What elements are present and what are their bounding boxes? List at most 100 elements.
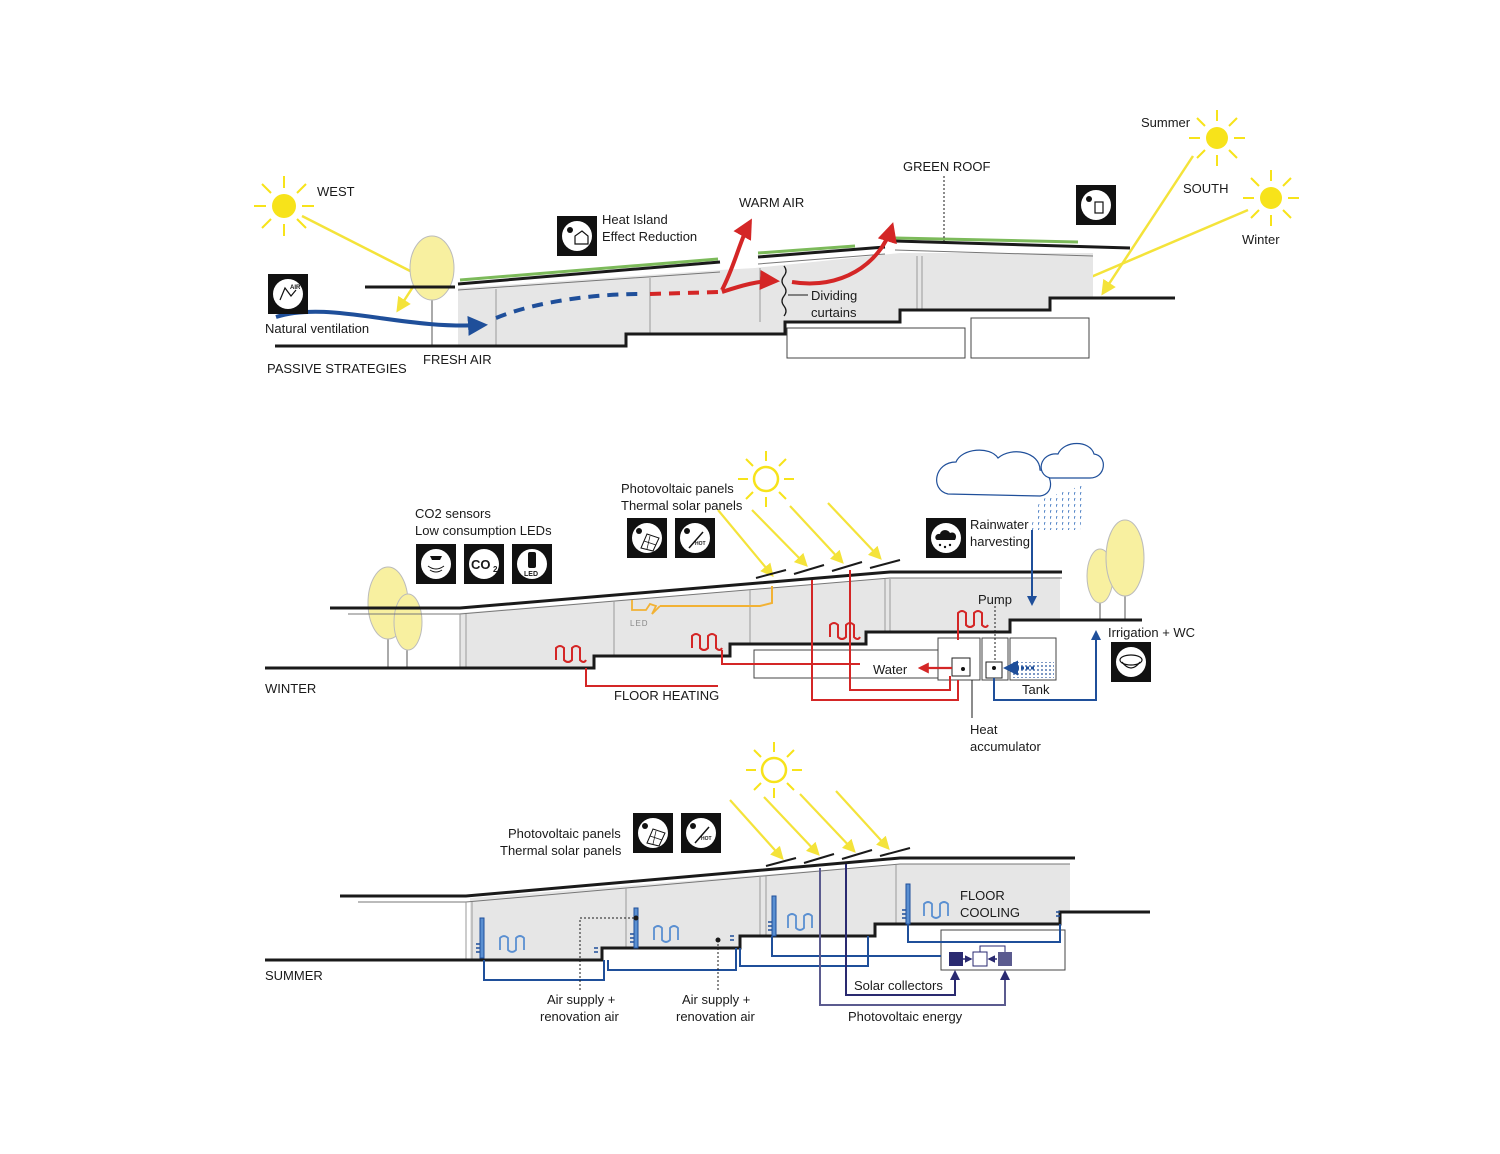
label-green-roof: GREEN ROOF: [903, 159, 990, 174]
section-label-passive: PASSIVE STRATEGIES: [267, 361, 407, 376]
label-air-supply-1b: renovation air: [540, 1009, 619, 1024]
label-tank: Tank: [1022, 682, 1050, 697]
ground-winter: [265, 618, 1142, 670]
label-winter-sun: Winter: [1242, 232, 1280, 247]
west-ray: [301, 214, 421, 278]
label-fresh-air: FRESH AIR: [423, 352, 492, 367]
label-south: SOUTH: [1183, 181, 1229, 196]
label-co2-2: Low consumption LEDs: [415, 523, 552, 538]
air-leader-1: [579, 917, 636, 990]
svg-text:2: 2: [493, 565, 498, 574]
sun-rays-summer: [729, 790, 890, 860]
label-heat-island-1: Heat Island: [602, 212, 668, 227]
air-units: [476, 883, 1060, 959]
tree-west: [409, 235, 455, 345]
label-west: WEST: [317, 184, 355, 199]
heating-coils: [555, 610, 989, 663]
building-fill-winter: [460, 577, 1060, 668]
svg-text:HOT: HOT: [701, 836, 712, 842]
walls-winter: [459, 579, 891, 668]
label-pv-winter-2: Thermal solar panels: [621, 498, 743, 513]
green-roof-strip: [459, 236, 1079, 282]
thermometer-icon: AIR: [268, 274, 308, 314]
heat-acc-unit: [951, 657, 971, 677]
machine-link-3: [979, 945, 1006, 952]
sun-summer-section-icon: [746, 742, 802, 798]
svg-text:LED: LED: [524, 571, 538, 578]
pv-energy-line: [819, 868, 1010, 1006]
roof-passive: [365, 239, 1131, 289]
warm-air-arrow-up: [720, 218, 752, 291]
label-summer: Summer: [1141, 115, 1191, 130]
cooling-coils: [499, 901, 949, 953]
sun-rays-winter: [717, 502, 882, 578]
label-air-supply-1a: Air supply +: [547, 992, 615, 1007]
section-label-winter: WINTER: [265, 681, 316, 696]
label-pv-energy: Photovoltaic energy: [848, 1009, 963, 1024]
solar-panel-icon: [627, 518, 667, 558]
label-solar-collectors: Solar collectors: [854, 978, 943, 993]
roof-summer-under: [358, 863, 1070, 903]
solar-collector-line: [845, 864, 960, 996]
lamp-icon: [416, 544, 456, 584]
collector-unit: [998, 952, 1012, 966]
label-floor-heating: FLOOR HEATING: [614, 688, 719, 703]
label-pump: Pump: [978, 592, 1012, 607]
roof-lower-passive: [457, 249, 1094, 291]
winter-section: LED CO 2: [265, 442, 1195, 754]
thermal-to-accumulator: [849, 570, 951, 691]
section-label-summer: SUMMER: [265, 968, 323, 983]
roof-winter-under: [348, 577, 1062, 615]
label-dividing-1: Dividing: [811, 288, 857, 303]
label-dividing-2: curtains: [811, 305, 857, 320]
pv-panels-summer: [765, 847, 911, 867]
thermal-panel-icon: HOT: [675, 518, 715, 558]
air-leader-2-dot: [715, 937, 721, 943]
warm-air-dashed: [649, 290, 721, 296]
tank-water: [1012, 662, 1054, 678]
label-co2-1: CO2 sensors: [415, 506, 491, 521]
sun-winter-section-icon: [738, 451, 794, 507]
roof-winter: [330, 570, 1062, 610]
dividing-curtains-mark: [781, 265, 787, 317]
basement-box-2: [970, 317, 1090, 359]
exchanger-unit: [972, 951, 988, 967]
building-fill-summer: [470, 864, 1070, 960]
sun-summer-icon: [1189, 110, 1245, 166]
rain-cloud-icon: [926, 518, 966, 558]
label-pv-summer-1: Photovoltaic panels: [508, 826, 621, 841]
sun-house-icon: [557, 216, 597, 256]
heating-pipe-2: [721, 650, 860, 665]
pv-panels-winter: [755, 559, 901, 579]
cooling-pipes: [483, 924, 1061, 981]
led-line: [660, 586, 773, 607]
label-floor-cooling-1: FLOOR: [960, 888, 1005, 903]
label-heat-acc-1: Heat: [970, 722, 998, 737]
thermal-panel-icon-summer: HOT: [681, 813, 721, 853]
label-rainwater-1: Rainwater: [970, 517, 1029, 532]
heat-acc-dot: [961, 667, 965, 671]
solar-window-icon: [1076, 185, 1116, 225]
label-heat-acc-2: accumulator: [970, 739, 1041, 754]
led-tag: LED: [630, 619, 649, 628]
heating-pipe-main: [585, 668, 718, 687]
co2-icon: CO 2: [464, 544, 504, 584]
summer-section: HOT Photovoltaic panels Thermal solar pa…: [265, 742, 1150, 1024]
passive-section: AIR WEST Summer SOUTH Winter GREEN ROOF …: [254, 110, 1299, 376]
label-warm-air: WARM AIR: [739, 195, 804, 210]
roof-summer: [340, 856, 1075, 898]
air-leader-1-dot: [633, 915, 639, 921]
sun-west-icon: [254, 176, 314, 236]
walls-passive: [495, 256, 923, 346]
summer-ray: [1101, 155, 1195, 296]
ground-passive: [275, 296, 1175, 348]
label-irrigation: Irrigation + WC: [1108, 625, 1195, 640]
tree-left-winter: [367, 566, 423, 668]
led-bulb-icon: LED: [512, 544, 552, 584]
rain-cloud: [936, 442, 1104, 530]
led-lamp: [631, 600, 661, 615]
svg-text:AIR: AIR: [290, 285, 301, 291]
irrigation-pipe: [993, 630, 1101, 701]
label-heat-island-2: Effect Reduction: [602, 229, 697, 244]
